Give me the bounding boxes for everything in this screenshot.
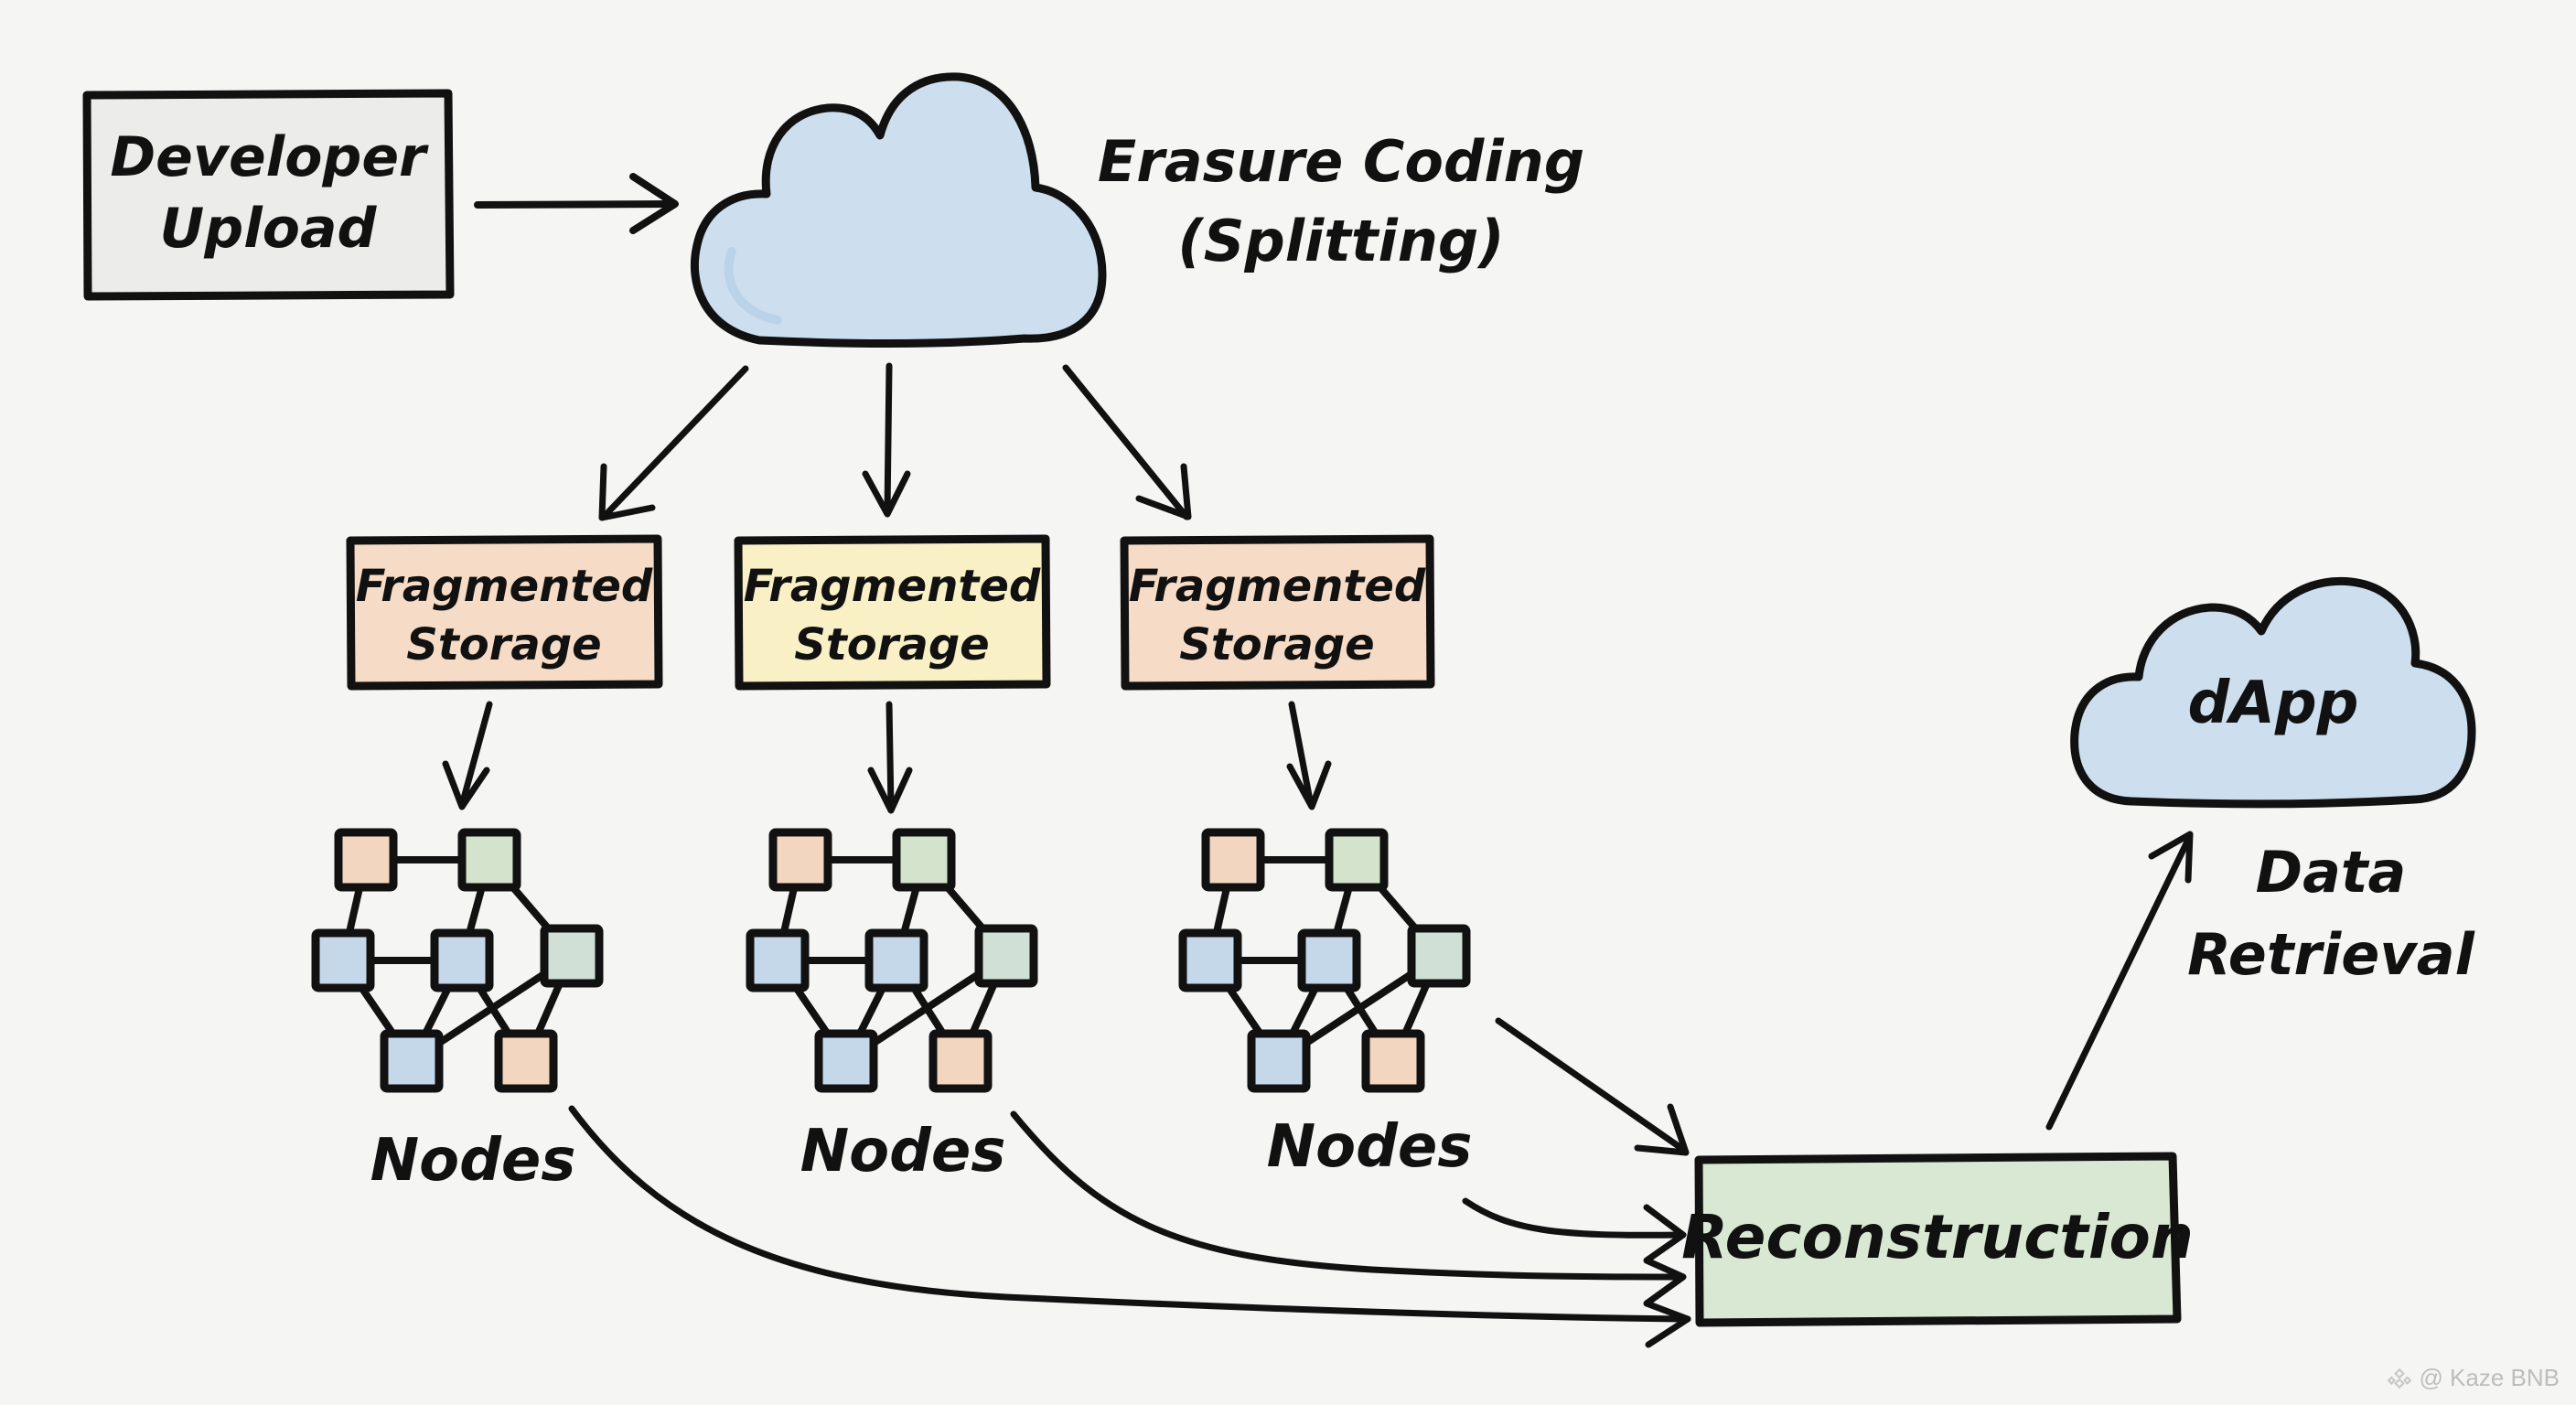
reconstruction-box: Reconstruction <box>1681 1152 2194 1327</box>
data-retrieval-line2: Retrieval <box>2187 921 2474 988</box>
watermark-text: @ Kaze BNB <box>2419 1364 2560 1391</box>
storage-node <box>380 1029 444 1093</box>
arrowheads-reconstruction <box>1643 1204 1691 1348</box>
node-network-3 <box>1178 828 1471 1093</box>
nodes-label-1: Nodes <box>370 1127 576 1195</box>
arrow-network3-to-reconstruction <box>1495 1017 1690 1156</box>
storage-node <box>1325 828 1389 892</box>
arrow-to-fragment-1 <box>598 365 749 521</box>
erasure-coding-cloud <box>690 72 1107 348</box>
fragment-label-line1: Fragmented <box>1129 561 1426 612</box>
watermark: @ Kaze BNB <box>2388 1364 2560 1392</box>
arrows-nodes-to-reconstruction <box>568 1017 1691 1348</box>
data-retrieval-line1: Data <box>2256 839 2407 906</box>
storage-node <box>974 924 1038 988</box>
node-network-1 <box>311 828 604 1093</box>
dapp-label: dApp <box>2188 670 2359 737</box>
storage-node <box>1247 1029 1311 1093</box>
storage-node <box>430 928 494 992</box>
nodes-label-2: Nodes <box>800 1118 1006 1185</box>
developer-upload-line1: Developer <box>110 125 429 189</box>
nodes-label-3: Nodes <box>1267 1113 1473 1181</box>
arrow-nodes2-to-reconstruction <box>1010 1110 1685 1281</box>
storage-node <box>1361 1029 1425 1093</box>
fragment-box-shape <box>346 534 663 691</box>
fragment-label-line2: Storage <box>406 619 601 670</box>
erasure-coding-label-line1: Erasure Coding <box>1098 128 1584 195</box>
arrow-nodes3-to-reconstruction <box>1462 1197 1685 1239</box>
storage-node <box>311 928 375 992</box>
arrows-cloud-to-fragments <box>598 362 1192 521</box>
fragment-box-shape <box>734 534 1051 691</box>
storage-node <box>892 828 956 892</box>
storage-node <box>864 928 928 992</box>
node-networks <box>311 828 1471 1093</box>
node-network-2 <box>746 828 1038 1093</box>
storage-node <box>928 1029 993 1093</box>
storage-node <box>1201 828 1265 892</box>
storage-node <box>746 928 810 992</box>
storage-node <box>1178 928 1242 992</box>
storage-node <box>334 828 398 892</box>
fragment-label-line2: Storage <box>1179 619 1374 670</box>
fragment-box-shape <box>1120 534 1435 691</box>
arrow-to-fragment-2 <box>862 362 911 518</box>
storage-node <box>494 1029 558 1093</box>
arrow-upload-to-cloud <box>474 173 679 234</box>
arrow-to-fragment-3 <box>1062 364 1192 520</box>
arrow-reconstruction-to-dapp <box>2045 831 2194 1131</box>
reconstruction-label: Reconstruction <box>1681 1202 2194 1272</box>
binance-logo-icon <box>2388 1367 2412 1389</box>
storage-node <box>540 924 604 988</box>
storage-node <box>814 1029 878 1093</box>
erasure-coding-label-line2: (Splitting) <box>1177 208 1504 274</box>
fragmented-storage-row: FragmentedStorageFragmentedStorageFragme… <box>346 534 1435 691</box>
storage-node <box>457 828 521 892</box>
arrow-nodes1-to-reconstruction <box>568 1105 1691 1323</box>
developer-upload-line2: Upload <box>160 197 378 261</box>
arrows-fragments-to-nodes <box>442 701 1332 814</box>
dapp-cloud: dApp <box>2070 576 2476 809</box>
storage-node <box>1407 924 1471 988</box>
arrow-to-nodes-1 <box>442 701 493 810</box>
fragment-label-line1: Fragmented <box>744 561 1041 612</box>
developer-upload-box: Developer Upload <box>82 89 455 301</box>
arrow-to-nodes-2 <box>867 701 913 814</box>
arrow-to-nodes-3 <box>1286 701 1332 810</box>
fragment-label-line1: Fragmented <box>356 561 653 612</box>
storage-node <box>768 828 832 892</box>
storage-node <box>1297 928 1361 992</box>
fragment-label-line2: Storage <box>794 619 989 670</box>
